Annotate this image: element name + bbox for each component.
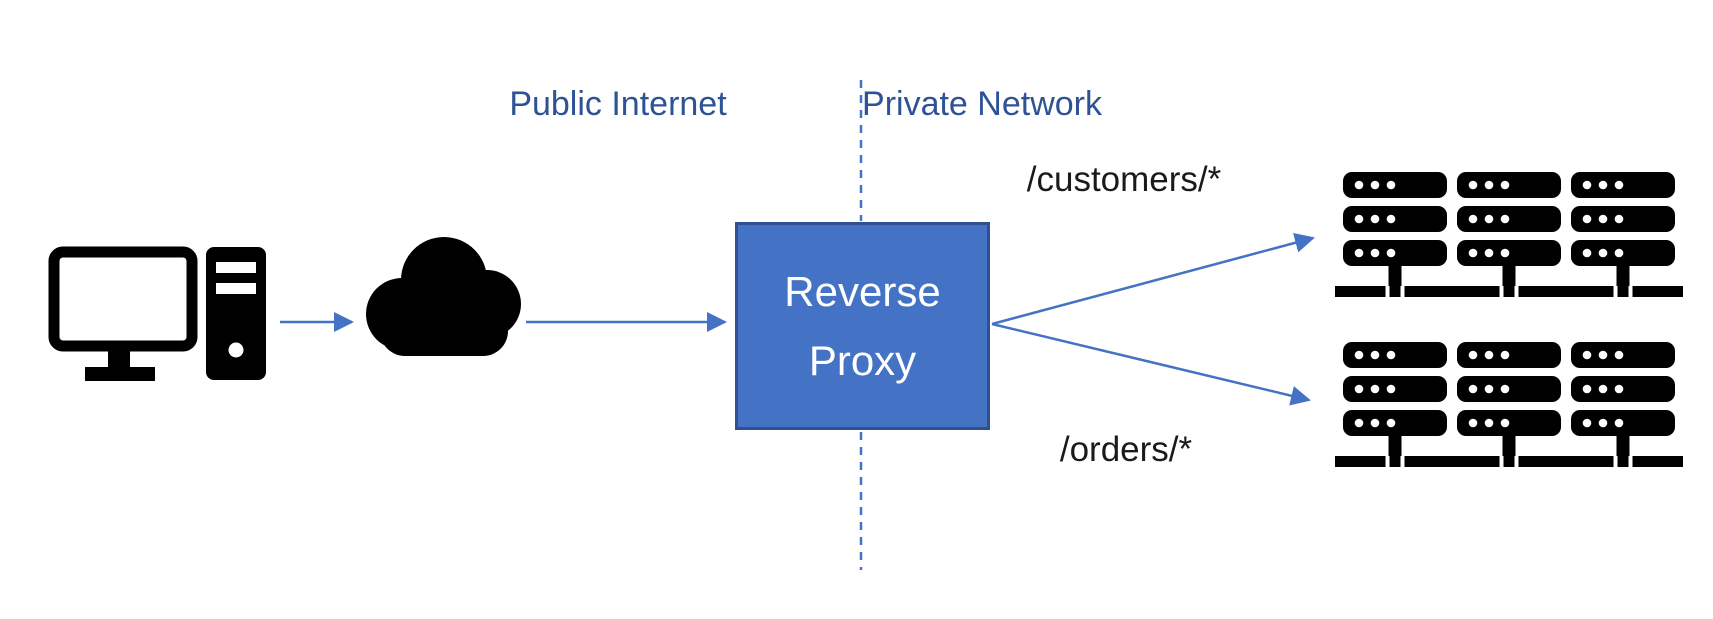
- reverse-proxy-label-line1: Reverse: [784, 268, 941, 315]
- server-cluster-base: [1335, 286, 1683, 297]
- arrow-proxy-to-orders-cluster: [991, 322, 1311, 406]
- reverse-proxy-node: Reverse Proxy: [735, 222, 990, 430]
- reverse-proxy-label-line2: Proxy: [808, 337, 917, 384]
- cloud-icon: [366, 237, 521, 356]
- public-internet-label: Public Internet: [509, 85, 727, 123]
- arrow-proxy-to-customers-cluster: [991, 232, 1315, 326]
- server-cluster-icon-orders: [1335, 342, 1683, 467]
- server-cluster-icon-customers: [1335, 172, 1683, 297]
- server-cluster-base: [1335, 456, 1683, 467]
- route-customers-label: /customers/*: [1026, 160, 1222, 199]
- route-orders-label: /orders/*: [1059, 430, 1193, 469]
- desktop-computer-icon: [48, 246, 266, 381]
- private-network-label: Private Network: [862, 85, 1102, 123]
